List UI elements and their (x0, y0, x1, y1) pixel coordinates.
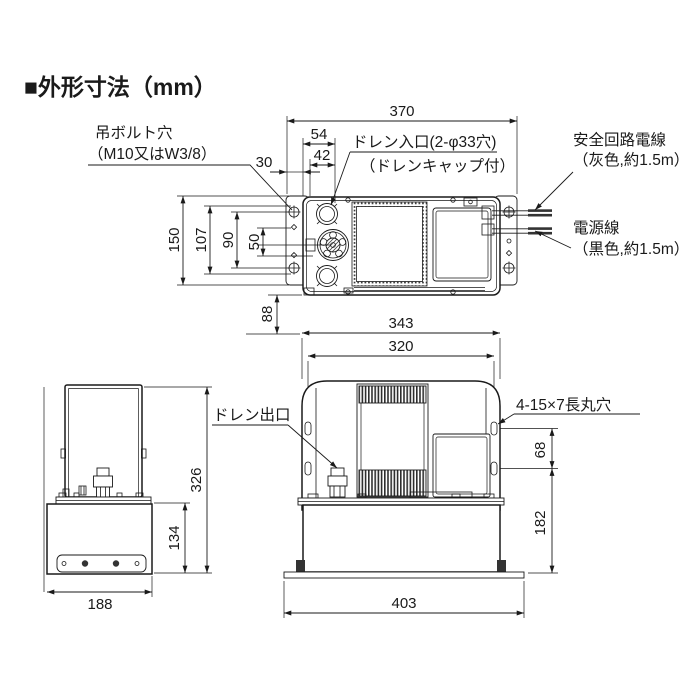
oblong-mounting-holes (304, 421, 498, 476)
drain-inlet-leader (330, 151, 351, 206)
dim-54: 54 (311, 126, 328, 143)
oblong-hole-leader (497, 413, 515, 425)
front-base (283, 493, 525, 579)
safety-wire-leader (534, 171, 574, 211)
dim-403: 403 (391, 595, 416, 612)
dim-42: 42 (314, 147, 331, 164)
dim-30: 30 (256, 154, 273, 171)
inner-tower (356, 383, 429, 498)
side-view-dimensions: 326 134 188 (47, 386, 212, 613)
dim-68: 68 (532, 442, 549, 459)
hanging-bolt-leader (88, 164, 293, 211)
dim-326: 326 (188, 467, 205, 492)
drain-inlet-label-line2: （ドレンキャップ付） (360, 157, 515, 175)
hanging-bolt-label-line1: 吊ボルト穴 (95, 124, 173, 142)
dim-88: 88 (259, 306, 276, 323)
dim-107: 107 (193, 227, 210, 252)
front-view-labels: ドレン出口 4-15×7長丸穴 (212, 396, 640, 469)
dim-188: 188 (87, 596, 112, 613)
side-view: 326 134 188 (43, 384, 212, 613)
dim-370: 370 (389, 103, 414, 120)
dim-343: 343 (388, 315, 413, 332)
unit-body-top-inner (306, 200, 497, 292)
dim-50: 50 (246, 234, 263, 251)
oblong-hole-label: 4-15×7長丸穴 (516, 396, 611, 414)
dim-182: 182 (532, 510, 549, 535)
hanging-bolt-label-line2: （M10又はW3/8） (88, 146, 216, 163)
pump-flange (305, 229, 349, 261)
side-base (46, 492, 153, 575)
drain-outlet-fitting (327, 467, 348, 498)
drain-inlet-label-line1: ドレン入口(2-φ33穴) (352, 133, 496, 151)
top-view-details (303, 197, 495, 296)
front-view: 343 320 (212, 315, 640, 618)
page-title: ■外形寸法（mm） (24, 74, 217, 100)
dim-150: 150 (166, 227, 183, 252)
dim-320: 320 (388, 338, 413, 355)
front-view-right-dimensions: 68 182 (500, 428, 558, 574)
control-box-top (432, 207, 492, 282)
dim-134: 134 (166, 525, 183, 550)
safety-wire-label-line2: （灰色,約1.5m） (573, 151, 689, 169)
top-view: 370 54 42 30 150 107 90 50 (88, 103, 689, 335)
front-view-top-dimensions: 343 320 (301, 315, 501, 423)
drain-outlet-label: ドレン出口 (213, 406, 291, 424)
heat-exchanger-top (351, 201, 428, 287)
safety-circuit-wire (492, 209, 552, 217)
front-view-bottom-dimension: 403 (283, 581, 525, 618)
power-wire-label-line2: （黒色,約1.5m） (573, 240, 689, 258)
safety-wire-label-line1: 安全回路電線 (573, 131, 666, 149)
drain-outlet-leader (287, 424, 338, 469)
power-wire-leader (534, 230, 572, 249)
drain-inlet-holes (316, 203, 338, 287)
power-wire-label-line1: 電源線 (573, 219, 620, 237)
top-view-labels: 吊ボルト穴 （M10又はW3/8） ドレン入口(2-φ33穴) （ドレンキャップ… (88, 124, 689, 258)
top-view-dimensions: 370 54 42 30 150 107 90 50 (166, 103, 518, 335)
dim-90: 90 (220, 232, 237, 249)
